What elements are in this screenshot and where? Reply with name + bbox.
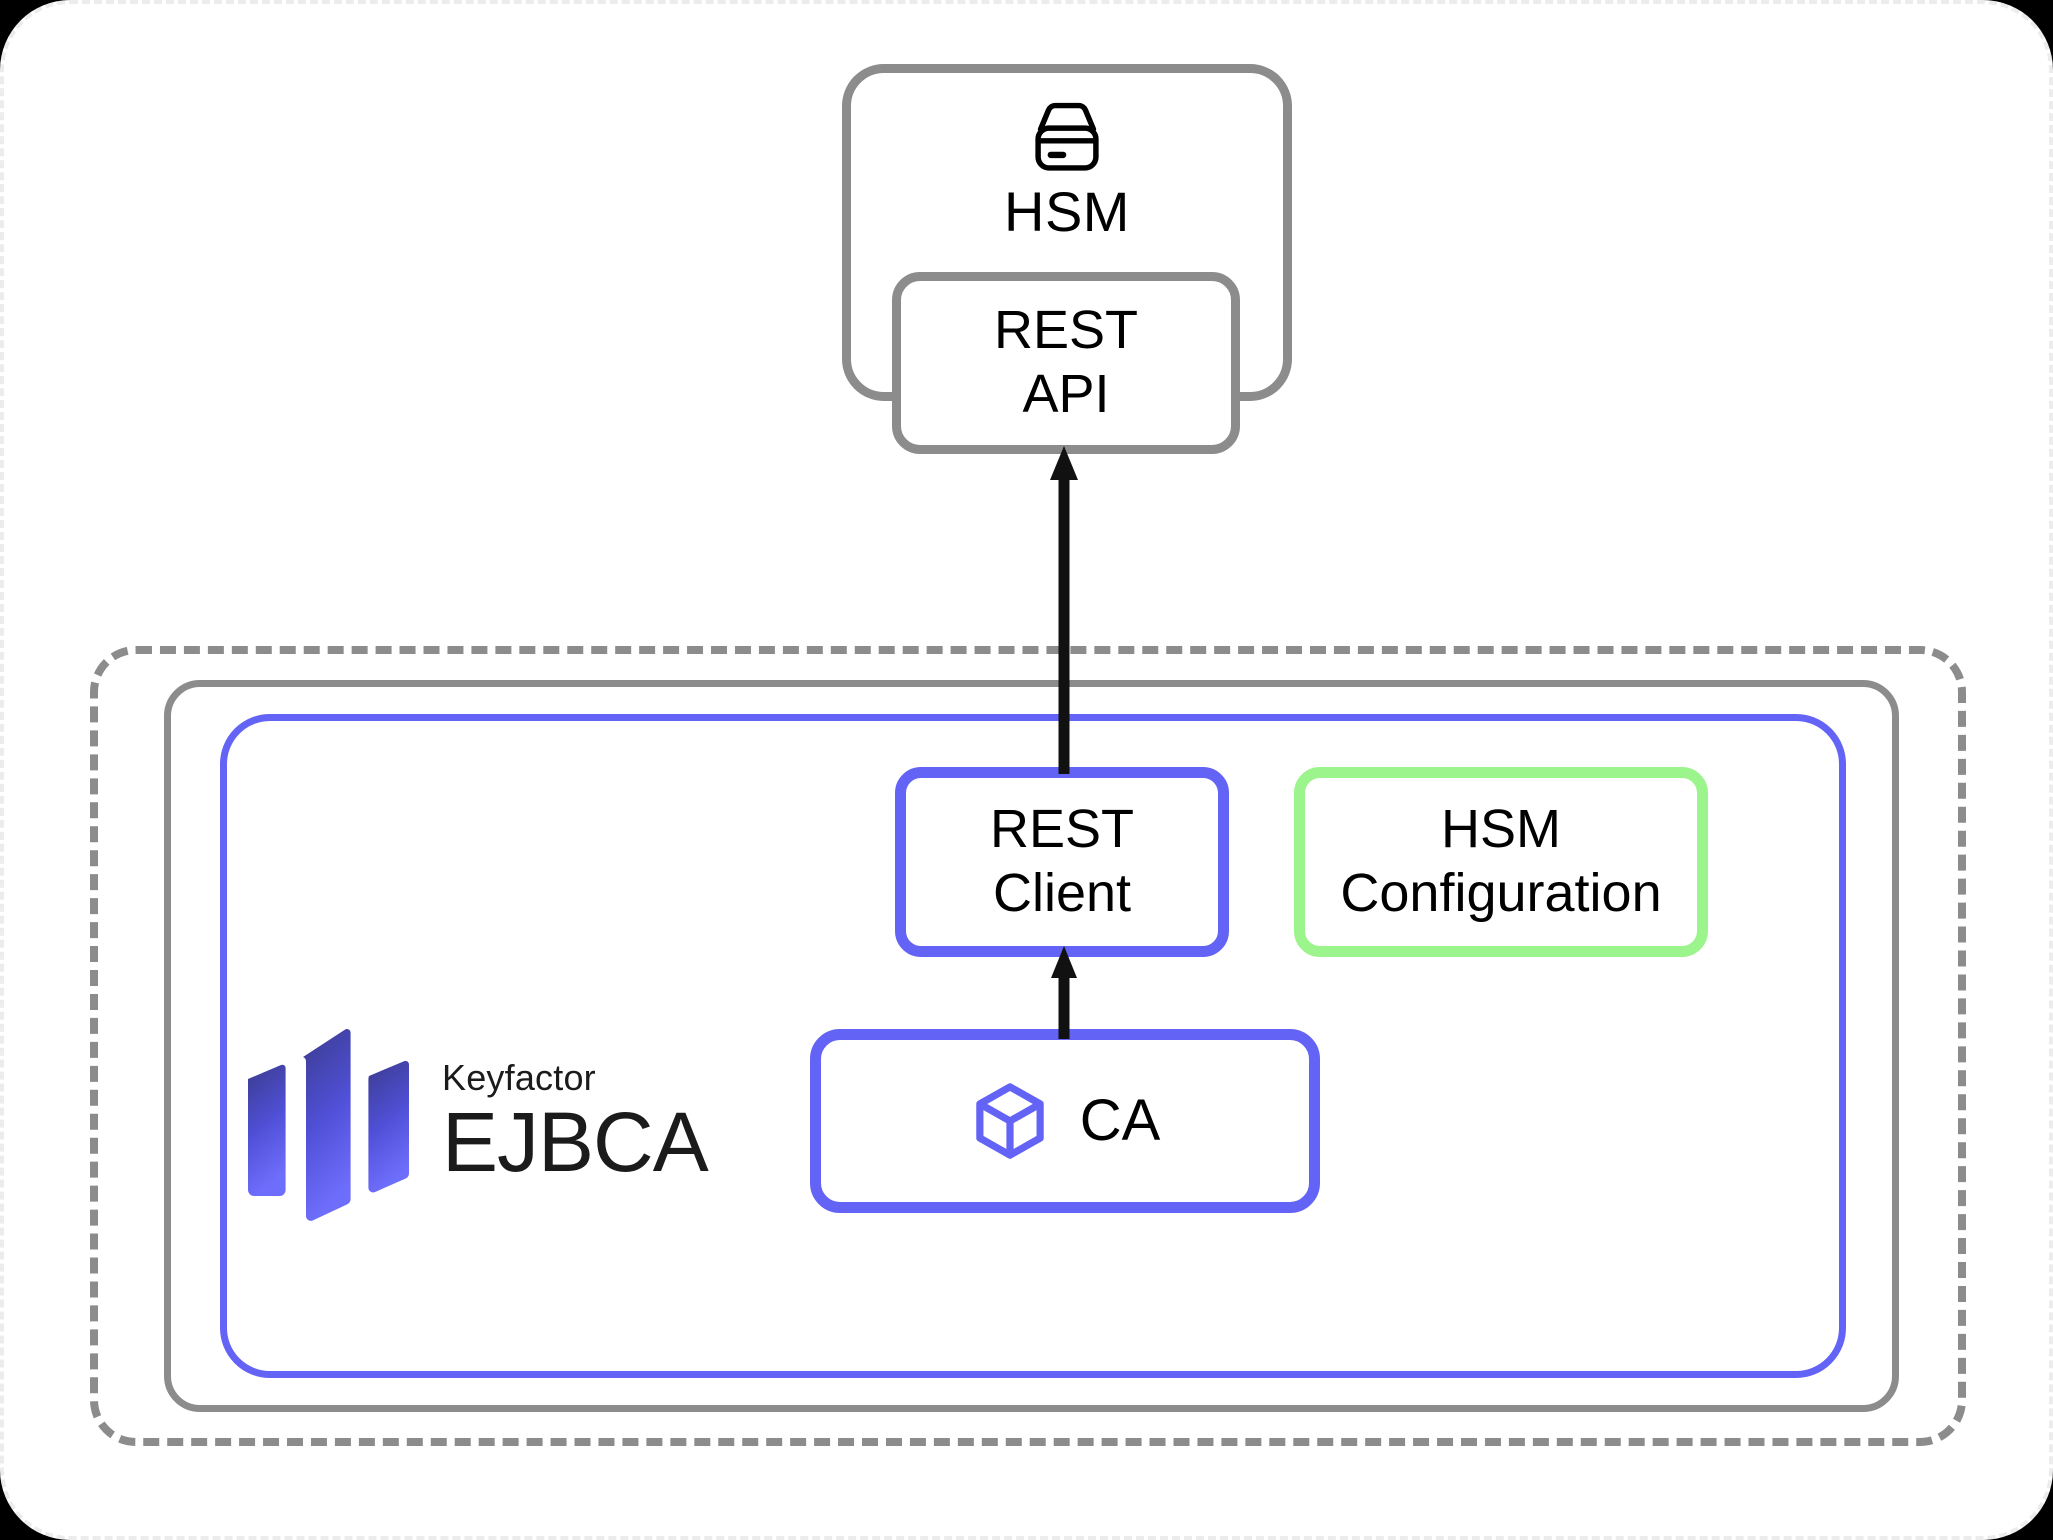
hsm-label: HSM: [1004, 180, 1130, 243]
rest-api-box[interactable]: REST API: [892, 272, 1240, 454]
ejbca-wordmark: Keyfactor EJBCA: [442, 1057, 709, 1189]
ejbca-logo: Keyfactor EJBCA: [240, 1022, 709, 1222]
hsm-device-icon: [1035, 102, 1099, 171]
arrow-ca-to-rest-client: [1051, 946, 1077, 1039]
middle-solid-boundary: [164, 680, 1899, 1412]
rest-api-line-2: API: [1022, 364, 1110, 424]
ejbca-bars-logo-icon: [248, 1029, 409, 1221]
outer-dashed-boundary: [90, 646, 1966, 1446]
hsm-configuration-line-1: HSM: [1441, 799, 1561, 860]
rest-client-line-1: REST: [989, 799, 1135, 860]
hsm-configuration-box[interactable]: HSM Configuration: [1294, 767, 1708, 957]
hsm-configuration-line-2: Configuration: [1340, 863, 1662, 923]
ejbca-inner-boundary: [220, 714, 1846, 1378]
rest-client-line-2: Client: [992, 863, 1132, 923]
ca-label: CA: [1079, 1088, 1161, 1153]
keyfactor-brand-text: Keyfactor: [442, 1057, 596, 1098]
cube-icon: [975, 1083, 1044, 1159]
ca-box[interactable]: CA: [810, 1029, 1320, 1213]
ejbca-product-text: EJBCA: [442, 1095, 709, 1189]
rest-api-line-1: REST: [993, 300, 1139, 361]
arrow-rest-client-to-rest-api: [1050, 446, 1078, 774]
rest-client-box[interactable]: REST Client: [895, 767, 1229, 957]
